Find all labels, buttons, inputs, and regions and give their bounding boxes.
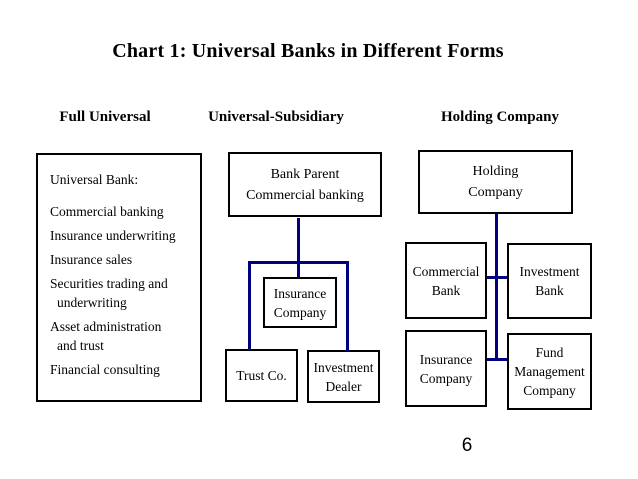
page-number: 6: [461, 435, 473, 456]
universal-bank-item: Insurance sales: [50, 252, 133, 267]
connector-banks-horizontal: [487, 276, 507, 279]
slide-title: Chart 1: Universal Banks in Different Fo…: [112, 40, 504, 62]
connector-holding-spine: [495, 214, 498, 360]
connector-to-investment-dealer: [346, 261, 349, 351]
connector-bank-parent-to-insurance: [297, 218, 300, 278]
box-universal-bank: Universal Bank: Commercial banking Insur…: [36, 153, 202, 402]
box-commercial-bank-label: Commercial Bank: [412, 263, 480, 298]
box-investment-dealer: Investment Dealer: [307, 350, 380, 403]
box-insurance-company-holding: Insurance Company: [405, 330, 487, 407]
universal-bank-item: Universal Bank:: [50, 172, 139, 187]
connector-subsidiary-horizontal: [248, 261, 349, 264]
box-bank-parent: Bank Parent Commercial banking: [228, 152, 382, 217]
box-commercial-bank: Commercial Bank: [405, 242, 487, 319]
column-header-universal-subsidiary: Universal-Subsidiary: [208, 109, 344, 125]
connector-insurance-fund-horizontal: [487, 358, 507, 361]
box-investment-bank: Investment Bank: [507, 243, 592, 319]
box-investment-bank-label: Investment Bank: [519, 264, 580, 298]
box-trust-co: Trust Co.: [225, 349, 298, 402]
universal-bank-item: Asset administration and trust: [50, 319, 162, 353]
box-holding-company: Holding Company: [418, 150, 573, 214]
box-insurance-company-subsidiary: Insurance Company: [263, 277, 337, 328]
box-investment-dealer-label: Investment Dealer: [313, 359, 374, 394]
box-fund-management-company: Fund Management Company: [507, 333, 592, 410]
column-header-full-universal: Full Universal: [59, 109, 151, 125]
universal-bank-item: Securities trading and underwriting: [50, 276, 168, 310]
box-insurance-company-holding-label: Insurance Company: [419, 351, 473, 386]
column-header-holding-company: Holding Company: [441, 109, 559, 125]
box-fund-management-company-label: Fund Management Company: [514, 345, 585, 398]
universal-bank-item: Insurance underwriting: [50, 228, 176, 243]
box-insurance-company-subsidiary-label: Insurance Company: [273, 285, 327, 320]
box-bank-parent-label: Bank Parent Commercial banking: [246, 166, 364, 203]
universal-bank-item: Commercial banking: [50, 204, 164, 219]
box-holding-company-label: Holding Company: [468, 164, 523, 200]
universal-bank-item: Financial consulting: [50, 362, 160, 377]
box-trust-co-label: Trust Co.: [236, 368, 287, 383]
connector-to-trust-co: [248, 261, 251, 350]
